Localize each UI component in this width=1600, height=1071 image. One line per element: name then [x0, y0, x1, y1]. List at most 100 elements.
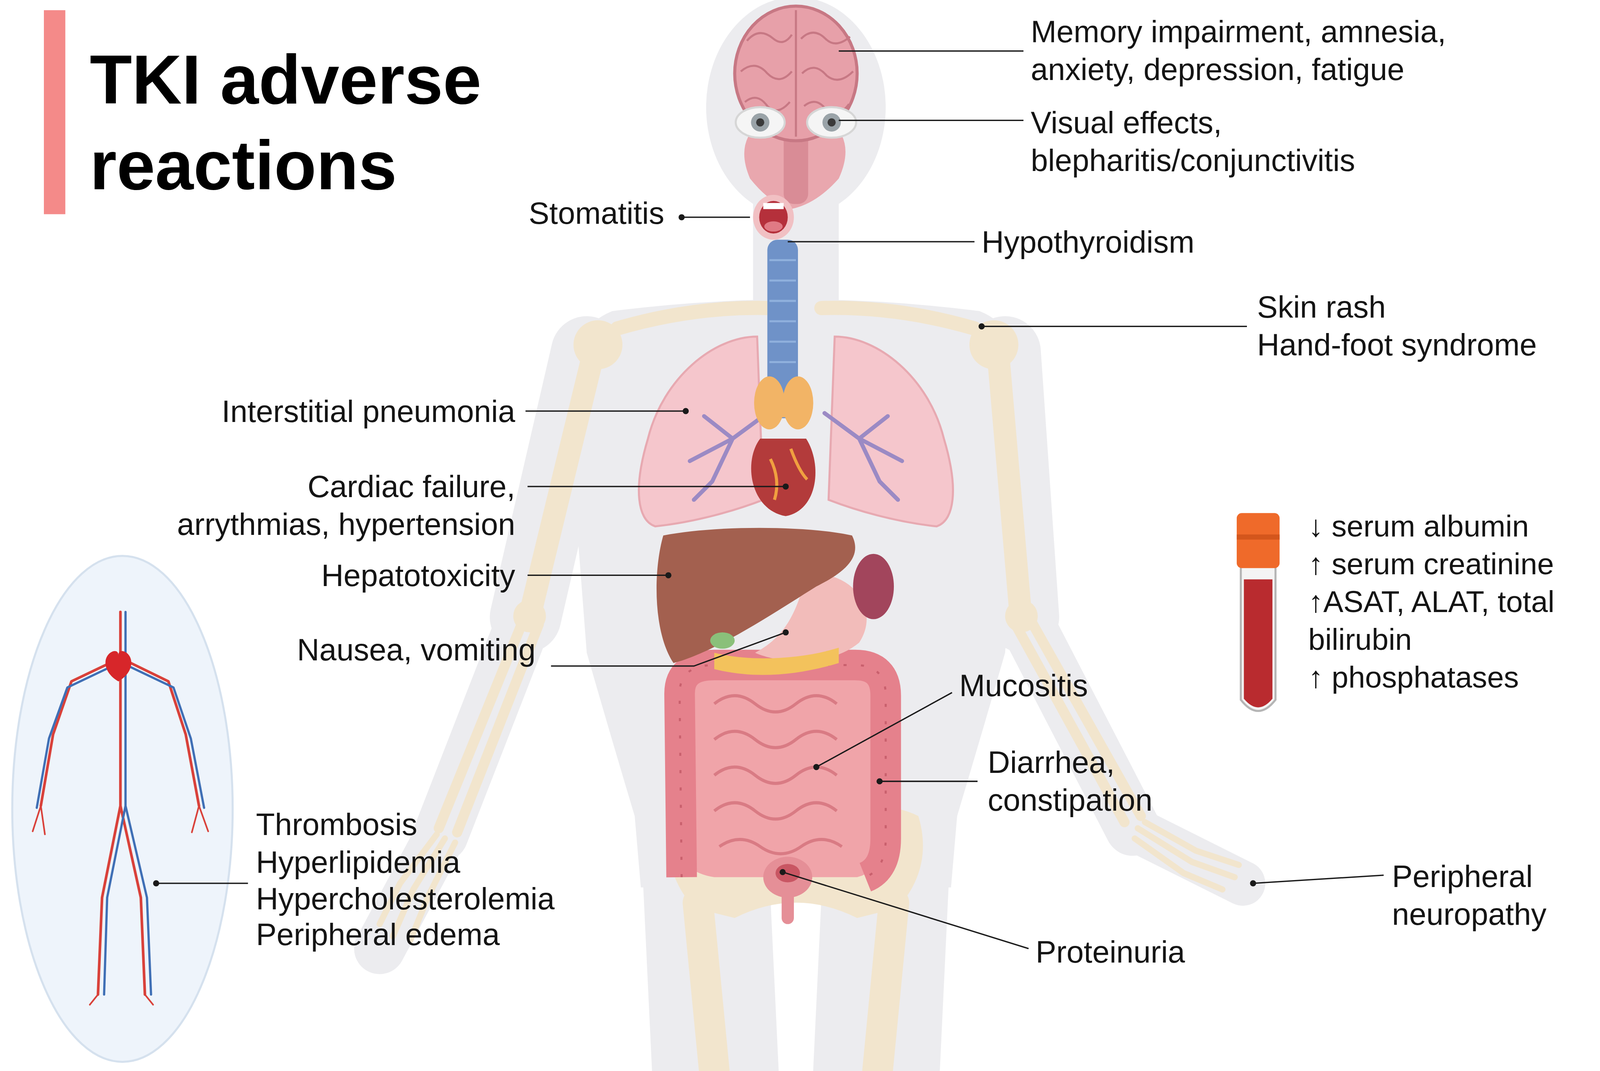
leader-lines-part: [527, 574, 669, 577]
adverse-reaction-label: Diarrhea, constipation: [987, 743, 1191, 820]
adverse-reaction-label: Hand-foot syndrome: [1257, 325, 1566, 364]
brain-part: [734, 6, 857, 141]
brain-part: [740, 10, 853, 137]
adverse-reaction-label: Hypercholesterolemia: [255, 880, 602, 918]
abdomen: [656, 528, 894, 925]
trachea-part-part: [769, 320, 796, 323]
leader-dots-part: [876, 778, 883, 785]
eyes: [735, 107, 857, 138]
skeleton-part: [877, 903, 894, 1071]
leader-dots-part: [1250, 880, 1257, 887]
circulation-inset-part-part: [36, 612, 204, 996]
heart: [751, 438, 816, 517]
blood-tube-part: [1236, 513, 1280, 569]
skeleton-part: [698, 903, 715, 1071]
title-bar: [43, 10, 66, 215]
skeleton-part: [1134, 822, 1239, 890]
leader-lines-part: [879, 780, 978, 783]
lab-value: ↑ serum creatinine: [1308, 545, 1589, 584]
adverse-reaction-label: Memory impairment, amnesia, anxiety, dep…: [1030, 12, 1499, 89]
leader-lines-part: [816, 692, 952, 768]
abdomen-part: [714, 695, 842, 855]
abdomen-part: [679, 665, 886, 878]
eyes-part: [735, 107, 785, 138]
adverse-reaction-label: Hepatotoxicity: [271, 556, 516, 595]
adverse-reaction-label: Mucositis: [959, 666, 1163, 705]
abdomen-part-part: [714, 695, 837, 713]
leader-lines-part: [981, 325, 1247, 328]
leader-dots-part: [978, 323, 985, 330]
leader-lines-part: [156, 882, 248, 885]
brain-part-part: [740, 65, 792, 80]
mouth: [752, 195, 794, 241]
adverse-reaction-label: Skin rash: [1257, 288, 1566, 326]
blood-tube-part: [1236, 534, 1280, 540]
abdomen-part: [710, 632, 735, 649]
abdomen-part-part: [714, 731, 837, 748]
eyes-part: [807, 107, 857, 138]
adverse-reaction-label: Peripheral neuropathy: [1391, 857, 1563, 934]
trachea-part-part: [769, 299, 796, 302]
blood-tube: [1236, 513, 1280, 712]
blood-tube-part: [1243, 579, 1273, 708]
lab-value: ↓ serum albumin: [1308, 507, 1589, 546]
circulation-inset: [12, 556, 233, 1063]
abdomen-part: [853, 554, 894, 620]
leader-lines-part: [838, 119, 1024, 122]
brain-part-part: [802, 67, 854, 80]
adverse-reaction-label: Visual effects, blepharitis/conjunctivit…: [1030, 103, 1364, 180]
circulation-inset-part: [12, 556, 233, 1063]
abdomen-part-part: [714, 767, 837, 784]
thyroid: [754, 376, 814, 430]
leader-dots: [153, 214, 1257, 887]
leader-dots-part: [153, 880, 160, 887]
mouth-part: [763, 203, 784, 210]
brain-part-part: [794, 10, 797, 137]
blood-tube-part: [1240, 564, 1276, 712]
eyes-part: [756, 118, 765, 127]
abdomen-part: [681, 663, 888, 878]
leader-lines-part: [681, 216, 751, 218]
leader-lines-part: [787, 241, 975, 243]
thyroid-part: [769, 403, 798, 418]
brain-part-part: [801, 32, 851, 44]
trachea-part-part: [769, 361, 796, 364]
abdomen-part: [781, 887, 794, 925]
abdomen-part-part: [719, 839, 842, 855]
bronchi-part: [824, 413, 902, 500]
circulation-inset-part-part: [40, 612, 199, 996]
eyes-part: [750, 113, 770, 132]
lab-value: ↑ASAT, ALAT, total bilirubin: [1308, 583, 1589, 659]
adverse-reaction-label: Nausea, vomiting: [297, 630, 582, 669]
leader-dots-part: [682, 408, 689, 415]
circulation-inset-part: [105, 651, 132, 682]
leader-dots-part: [782, 483, 789, 490]
trachea-part-part: [769, 259, 796, 262]
adverse-reaction-label: Stomatitis: [461, 194, 665, 232]
leader-dots-part: [779, 869, 786, 876]
heart-part: [770, 448, 807, 501]
eyes-part: [827, 118, 836, 127]
mouth-part: [759, 201, 788, 234]
leader-dots-part: [678, 214, 685, 221]
circulation-inset-part-part: [32, 806, 209, 1006]
adverse-reaction-label: Thrombosis: [255, 805, 602, 844]
adverse-reaction-label: Proteinuria: [1035, 933, 1280, 972]
brain: [734, 6, 857, 210]
leader-lines-part: [527, 485, 786, 488]
abdomen-part: [679, 665, 886, 878]
title: TKI adverse reactions: [89, 36, 517, 209]
leader-dots-part: [782, 629, 789, 636]
trachea-part-part: [769, 279, 796, 282]
leader-lines-part: [838, 50, 1024, 52]
skeleton-part: [530, 351, 595, 612]
leader-dots-part: [813, 764, 820, 771]
eyes-part: [822, 113, 841, 132]
adverse-reaction-label: Hypothyroidism: [981, 223, 1267, 261]
trachea-part-part: [769, 340, 796, 343]
leader-lines-part: [525, 410, 686, 412]
lab-value: ↑ phosphatases: [1308, 658, 1589, 697]
skeleton-part: [997, 351, 1021, 612]
adverse-reaction-label: Peripheral edema: [255, 915, 602, 954]
